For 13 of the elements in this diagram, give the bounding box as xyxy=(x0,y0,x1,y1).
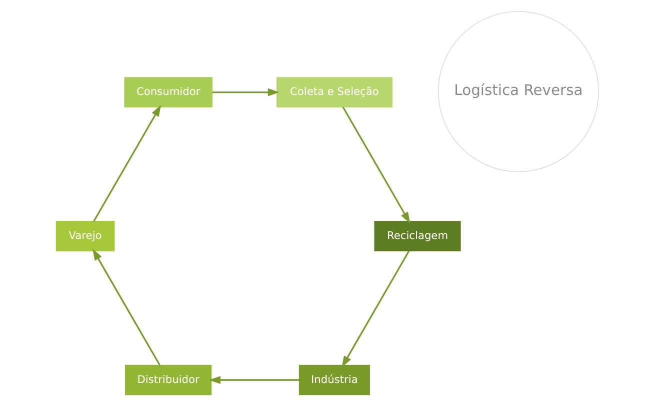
node-box: Distribuidor xyxy=(124,364,212,396)
arrow xyxy=(92,248,160,366)
arrow xyxy=(342,106,410,224)
node-box: Indústria xyxy=(298,364,370,396)
arrow xyxy=(208,376,299,384)
arrow xyxy=(92,104,161,222)
arrow xyxy=(341,250,410,368)
arrow xyxy=(212,88,279,96)
node-box: Consumidor xyxy=(124,77,212,108)
node-box: Reciclagem xyxy=(374,221,460,252)
node-circle: Logística Reversa xyxy=(437,11,598,172)
node-box: Coleta e Seleção xyxy=(276,77,392,108)
node-box: Varejo xyxy=(55,221,114,252)
